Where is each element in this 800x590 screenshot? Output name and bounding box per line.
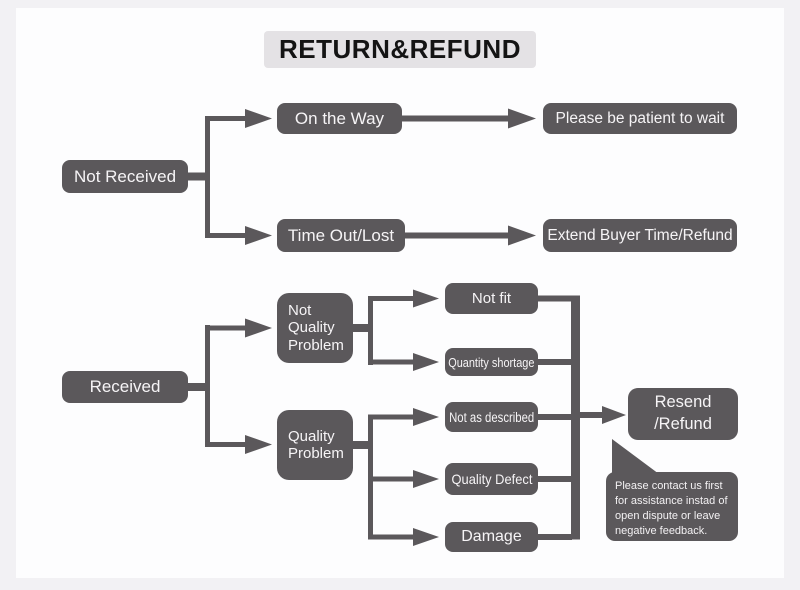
node-label: Not as described — [448, 409, 535, 425]
note-line: Please contact us first — [615, 480, 723, 492]
node-line: Not — [288, 301, 312, 319]
node-line: Problem — [288, 445, 344, 462]
note-bubble-tail — [612, 439, 659, 474]
connector-received-branch — [186, 318, 272, 454]
node-please-be-patient: Please be patient to wait — [543, 103, 737, 134]
node-received: Received — [62, 371, 188, 403]
node-line: /Refund — [654, 415, 712, 433]
node-quality-problem: Quality Problem — [277, 410, 353, 480]
node-line: Resend — [654, 393, 712, 412]
node-damage: Damage — [445, 522, 538, 552]
node-line: Problem — [288, 336, 344, 354]
node-not-fit: Not fit — [445, 283, 538, 314]
connector-collector — [536, 295, 626, 540]
connector-quality-problem-group — [350, 408, 439, 546]
connector-not-quality-problem-group — [350, 289, 439, 371]
node-time-out-lost: Time Out/Lost — [277, 219, 405, 252]
node-extend-buyer-time-refund: Extend Buyer Time/Refund — [543, 219, 737, 252]
node-line: Quality — [288, 319, 335, 337]
node-resend-refund: Resend /Refund — [628, 388, 738, 440]
note-line: for assistance instad of — [615, 494, 728, 507]
node-label: Quantity shortage — [448, 354, 535, 370]
node-on-the-way: On the Way — [277, 103, 402, 134]
node-not-received: Not Received — [62, 160, 188, 193]
node-label: Quality Defect — [451, 471, 532, 487]
note-bubble: Please contact us first for assistance i… — [606, 472, 738, 541]
connector-not-received-branch — [186, 108, 536, 246]
note-line: negative feedback. — [615, 524, 708, 537]
node-quantity-shortage: Quantity shortage — [445, 348, 538, 376]
node-not-quality-problem: Not Quality Problem — [277, 293, 353, 363]
node-not-as-described: Not as described — [445, 402, 538, 432]
node-line: Quality — [288, 427, 335, 445]
node-quality-defect: Quality Defect — [445, 463, 538, 495]
page-title: RETURN&REFUND — [264, 31, 536, 68]
note-line: open dispute or leave — [615, 509, 721, 522]
